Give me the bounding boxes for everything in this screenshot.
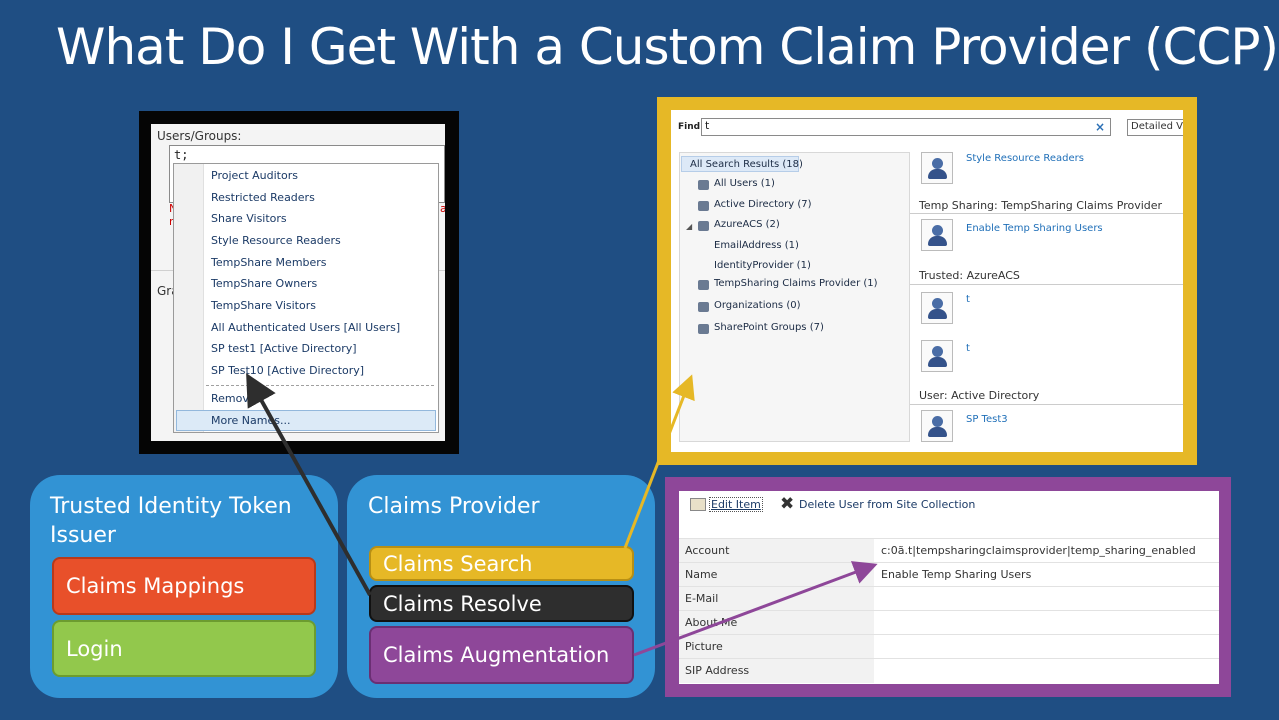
validation-error-text-right: a [440, 202, 445, 215]
info-row-picture: Picture [679, 634, 1219, 659]
user-avatar-icon [921, 340, 953, 372]
remove-option[interactable]: Remove [211, 392, 256, 405]
user-info-toolbar: Edit Item ✖ Delete User from Site Collec… [679, 491, 1219, 529]
slide-title: What Do I Get With a Custom Claim Provid… [56, 18, 1279, 76]
find-panel: Find t × Detailed Vi All Search Results … [671, 110, 1183, 452]
results-tree [679, 152, 910, 442]
result-link[interactable]: t [966, 294, 970, 305]
tree-item-all-users[interactable]: All Users (1) [714, 178, 775, 189]
tree-item-sharepoint-groups[interactable]: SharePoint Groups (7) [714, 322, 824, 333]
tree-item-tempsharing[interactable]: TempSharing Claims Provider (1) [714, 278, 878, 289]
divider [910, 284, 1183, 285]
group-icon [698, 180, 709, 190]
more-names-option[interactable]: More Names... [211, 414, 291, 427]
user-avatar-icon [921, 292, 953, 324]
suggestion-item[interactable]: Project Auditors [211, 169, 298, 182]
login-block: Login [52, 620, 316, 677]
suggestion-item[interactable]: TempShare Members [211, 256, 327, 269]
dropdown-gutter [174, 164, 204, 432]
info-row-sip-address: SIP Address [679, 658, 1219, 683]
info-value: c:0ã.t|tempsharingclaimsprovider|temp_sh… [881, 544, 1196, 557]
tree-item-all-results[interactable]: All Search Results (18) [690, 159, 803, 170]
result-link[interactable]: Style Resource Readers [966, 153, 1084, 164]
result-link[interactable]: t [966, 343, 970, 354]
claims-resolve-block: Claims Resolve [369, 585, 634, 622]
view-select[interactable]: Detailed Vi [1127, 119, 1183, 136]
tree-item-organizations[interactable]: Organizations (0) [714, 300, 801, 311]
tree-item-active-directory[interactable]: Active Directory (7) [714, 199, 812, 210]
suggestion-item[interactable]: TempShare Visitors [211, 299, 316, 312]
info-label: Account [679, 539, 874, 563]
info-label: Name [679, 563, 874, 587]
find-input[interactable]: t [701, 118, 1111, 136]
delete-user-link[interactable]: Delete User from Site Collection [799, 498, 976, 511]
box-title: Claims Provider [368, 494, 540, 519]
info-value: Enable Temp Sharing Users [881, 568, 1032, 581]
box-title: Trusted Identity Token Issuer [50, 494, 292, 548]
user-info-panel: Edit Item ✖ Delete User from Site Collec… [679, 491, 1219, 684]
group-icon [698, 280, 709, 290]
group-icon [698, 221, 709, 231]
suggestion-item[interactable]: Restricted Readers [211, 191, 315, 204]
suggestion-item[interactable]: SP Test10 [Active Directory] [211, 364, 365, 377]
tree-item-azureacs[interactable]: AzureACS (2) [714, 219, 780, 230]
result-link[interactable]: SP Test3 [966, 414, 1008, 425]
tree-selection-highlight [681, 156, 799, 172]
info-row-name: Name Enable Temp Sharing Users [679, 562, 1219, 587]
result-group-heading: Temp Sharing: TempSharing Claims Provide… [919, 199, 1163, 212]
delete-icon: ✖ [780, 494, 795, 514]
info-label: Picture [679, 635, 874, 659]
info-row-email: E-Mail [679, 586, 1219, 611]
info-label: SIP Address [679, 659, 874, 683]
claims-augmentation-block: Claims Augmentation [369, 626, 634, 684]
group-icon [698, 302, 709, 312]
info-row-about-me: About Me [679, 610, 1219, 635]
user-avatar-icon [921, 152, 953, 184]
suggestion-item[interactable]: SP test1 [Active Directory] [211, 342, 357, 355]
edit-icon [690, 498, 706, 511]
expand-icon[interactable]: ◢ [686, 222, 693, 231]
search-results-list: Style Resource Readers Temp Sharing: Tem… [910, 152, 1183, 442]
group-icon [698, 324, 709, 334]
group-icon [698, 201, 709, 211]
result-group-heading: Trusted: AzureACS [919, 269, 1020, 282]
suggestion-item[interactable]: Share Visitors [211, 212, 287, 225]
claims-mappings-block: Claims Mappings [52, 557, 316, 615]
result-link[interactable]: Enable Temp Sharing Users [966, 223, 1103, 234]
info-label: About Me [679, 611, 874, 635]
result-group-heading: User: Active Directory [919, 389, 1040, 402]
divider [910, 404, 1183, 405]
suggestion-dropdown: Project Auditors Restricted Readers Shar… [173, 163, 439, 433]
suggestion-item[interactable]: All Authenticated Users [All Users] [211, 321, 401, 334]
find-label: Find [678, 122, 701, 132]
user-avatar-icon [921, 219, 953, 251]
people-picker: Users/Groups: t; N n a Gra Project Audit… [151, 124, 445, 441]
tree-item-emailaddress[interactable]: EmailAddress (1) [714, 240, 799, 251]
user-avatar-icon [921, 410, 953, 442]
edit-item-link[interactable]: Edit Item [709, 497, 763, 512]
users-groups-label: Users/Groups: [157, 129, 242, 143]
clear-icon[interactable]: × [1095, 120, 1106, 134]
divider [910, 213, 1183, 214]
info-row-account: Account c:0ã.t|tempsharingclaimsprovider… [679, 538, 1219, 563]
tree-item-identityprovider[interactable]: IdentityProvider (1) [714, 260, 811, 271]
claims-search-block: Claims Search [369, 546, 634, 581]
info-label: E-Mail [679, 587, 874, 611]
suggestion-item[interactable]: TempShare Owners [211, 277, 318, 290]
suggestion-item[interactable]: Style Resource Readers [211, 234, 341, 247]
dropdown-divider [206, 385, 434, 386]
